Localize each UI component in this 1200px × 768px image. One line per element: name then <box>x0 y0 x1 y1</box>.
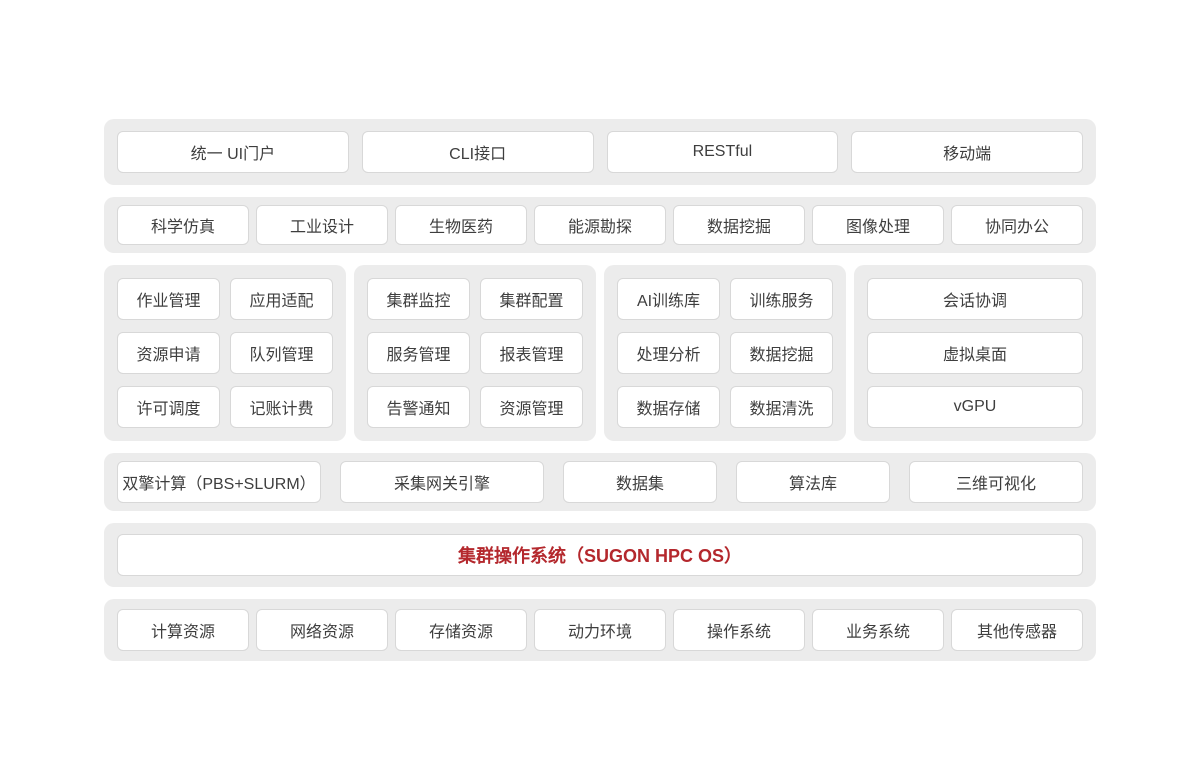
module-group-cluster-management: 集群监控 集群配置 服务管理 报表管理 告警通知 资源管理 <box>354 265 596 441</box>
diagram-box: 告警通知 <box>367 386 470 428</box>
diagram-box: AI训练库 <box>617 278 720 320</box>
diagram-box: 应用适配 <box>230 278 333 320</box>
diagram-box: 处理分析 <box>617 332 720 374</box>
layer-function-modules: 作业管理 应用适配 资源申请 队列管理 许可调度 记账计费 集群监控 集群配置 … <box>104 265 1096 441</box>
diagram-box: 作业管理 <box>117 278 220 320</box>
diagram-box: 存储资源 <box>395 609 527 651</box>
diagram-box: 计算资源 <box>117 609 249 651</box>
diagram-box: 资源申请 <box>117 332 220 374</box>
diagram-box: 协同办公 <box>951 205 1083 245</box>
diagram-box: 数据集 <box>563 461 717 503</box>
diagram-box: 科学仿真 <box>117 205 249 245</box>
layer-cluster-os: 集群操作系统（SUGON HPC OS） <box>104 523 1096 587</box>
diagram-box: 工业设计 <box>256 205 388 245</box>
cluster-os-title: 集群操作系统（SUGON HPC OS） <box>117 534 1083 576</box>
diagram-box: 采集网关引擎 <box>340 461 544 503</box>
diagram-box: 数据存储 <box>617 386 720 428</box>
module-group-ai-data: AI训练库 训练服务 处理分析 数据挖掘 数据存储 数据清洗 <box>604 265 846 441</box>
diagram-box: 业务系统 <box>812 609 944 651</box>
diagram-box: vGPU <box>867 386 1083 428</box>
diagram-box: 移动端 <box>851 131 1083 173</box>
diagram-box: 虚拟桌面 <box>867 332 1083 374</box>
diagram-box: 统一 UI门户 <box>117 131 349 173</box>
module-group-visualization: 会话协调 虚拟桌面 vGPU <box>854 265 1096 441</box>
diagram-box: 操作系统 <box>673 609 805 651</box>
diagram-box: RESTful <box>606 131 839 173</box>
diagram-box: 记账计费 <box>230 386 333 428</box>
diagram-box: 数据挖掘 <box>730 332 833 374</box>
diagram-box: 图像处理 <box>812 205 944 245</box>
diagram-box: 能源勘探 <box>534 205 666 245</box>
diagram-box: 网络资源 <box>256 609 388 651</box>
layer-engines: 双擎计算（PBS+SLURM） 采集网关引擎 数据集 算法库 三维可视化 <box>104 453 1096 511</box>
diagram-box: 三维可视化 <box>909 461 1083 503</box>
diagram-box: 其他传感器 <box>951 609 1083 651</box>
diagram-box: 数据清洗 <box>730 386 833 428</box>
diagram-box: 算法库 <box>736 461 890 503</box>
diagram-box: 报表管理 <box>480 332 583 374</box>
diagram-box: 动力环境 <box>534 609 666 651</box>
diagram-box: 服务管理 <box>367 332 470 374</box>
diagram-box: 集群监控 <box>367 278 470 320</box>
diagram-box: 资源管理 <box>480 386 583 428</box>
layer-access-portals: 统一 UI门户 CLI接口 RESTful 移动端 <box>104 119 1096 185</box>
diagram-box: 会话协调 <box>867 278 1083 320</box>
layer-infrastructure-resources: 计算资源 网络资源 存储资源 动力环境 操作系统 业务系统 其他传感器 <box>104 599 1096 661</box>
diagram-box: 队列管理 <box>230 332 333 374</box>
diagram-box: 许可调度 <box>117 386 220 428</box>
diagram-box: 集群配置 <box>480 278 583 320</box>
layer-application-domains: 科学仿真 工业设计 生物医药 能源勘探 数据挖掘 图像处理 协同办公 <box>104 197 1096 253</box>
architecture-diagram: 统一 UI门户 CLI接口 RESTful 移动端 科学仿真 工业设计 生物医药… <box>104 119 1096 661</box>
diagram-box: 训练服务 <box>730 278 833 320</box>
diagram-box: 双擎计算（PBS+SLURM） <box>117 461 321 503</box>
diagram-box: CLI接口 <box>361 131 594 173</box>
diagram-box: 数据挖掘 <box>673 205 805 245</box>
module-group-job-scheduling: 作业管理 应用适配 资源申请 队列管理 许可调度 记账计费 <box>104 265 346 441</box>
diagram-box: 生物医药 <box>395 205 527 245</box>
